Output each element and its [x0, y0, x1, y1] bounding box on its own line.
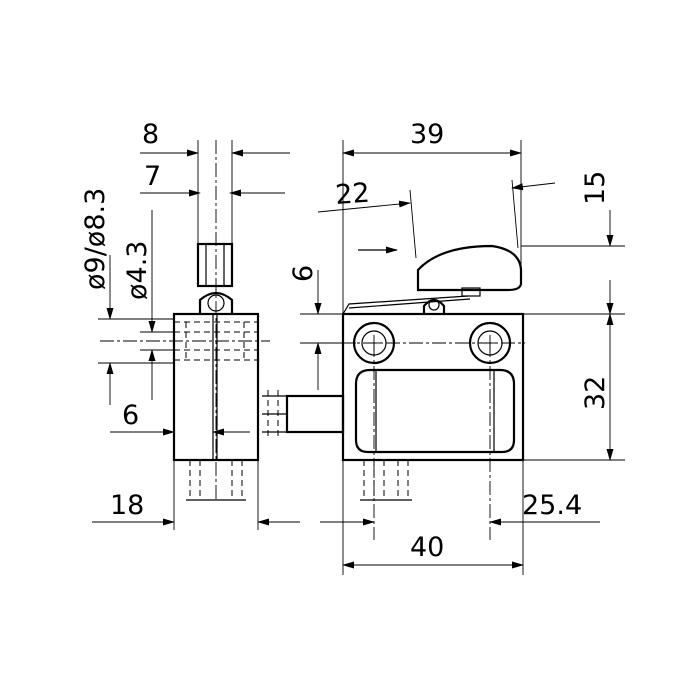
lever-arm: [342, 295, 469, 315]
front-view-dimensions: 39 22 15 32 6 25.4 40: [288, 119, 625, 575]
dim-front-32: 32: [580, 376, 611, 410]
dim-diameter-inner: ø4.3: [122, 241, 153, 300]
side-view-dimensions: 8 7 ø9/ø8.3 ø4.3 6 18: [80, 119, 300, 530]
cable: [285, 394, 345, 434]
front-label-frame: [354, 368, 516, 454]
dim-hole-spacing: 25.4: [522, 490, 582, 521]
side-view: [100, 140, 270, 501]
dim-front-40: 40: [410, 532, 444, 563]
front-view: [262, 244, 525, 540]
side-roller: [196, 242, 234, 288]
dim-side-7: 7: [144, 161, 161, 192]
dim-diameter-outer: ø9/ø8.3: [80, 188, 111, 290]
dim-front-39: 39: [410, 119, 444, 150]
dim-lever-22: 22: [334, 178, 370, 211]
dim-side-6: 6: [122, 400, 139, 431]
dim-side-18: 18: [110, 490, 144, 521]
side-plunger-housing: [198, 291, 234, 314]
lever-roller: [416, 244, 523, 292]
dim-side-8: 8: [142, 119, 159, 150]
front-body: [341, 312, 525, 462]
dim-lever-15: 15: [580, 171, 611, 205]
dim-front-6: 6: [288, 265, 319, 282]
